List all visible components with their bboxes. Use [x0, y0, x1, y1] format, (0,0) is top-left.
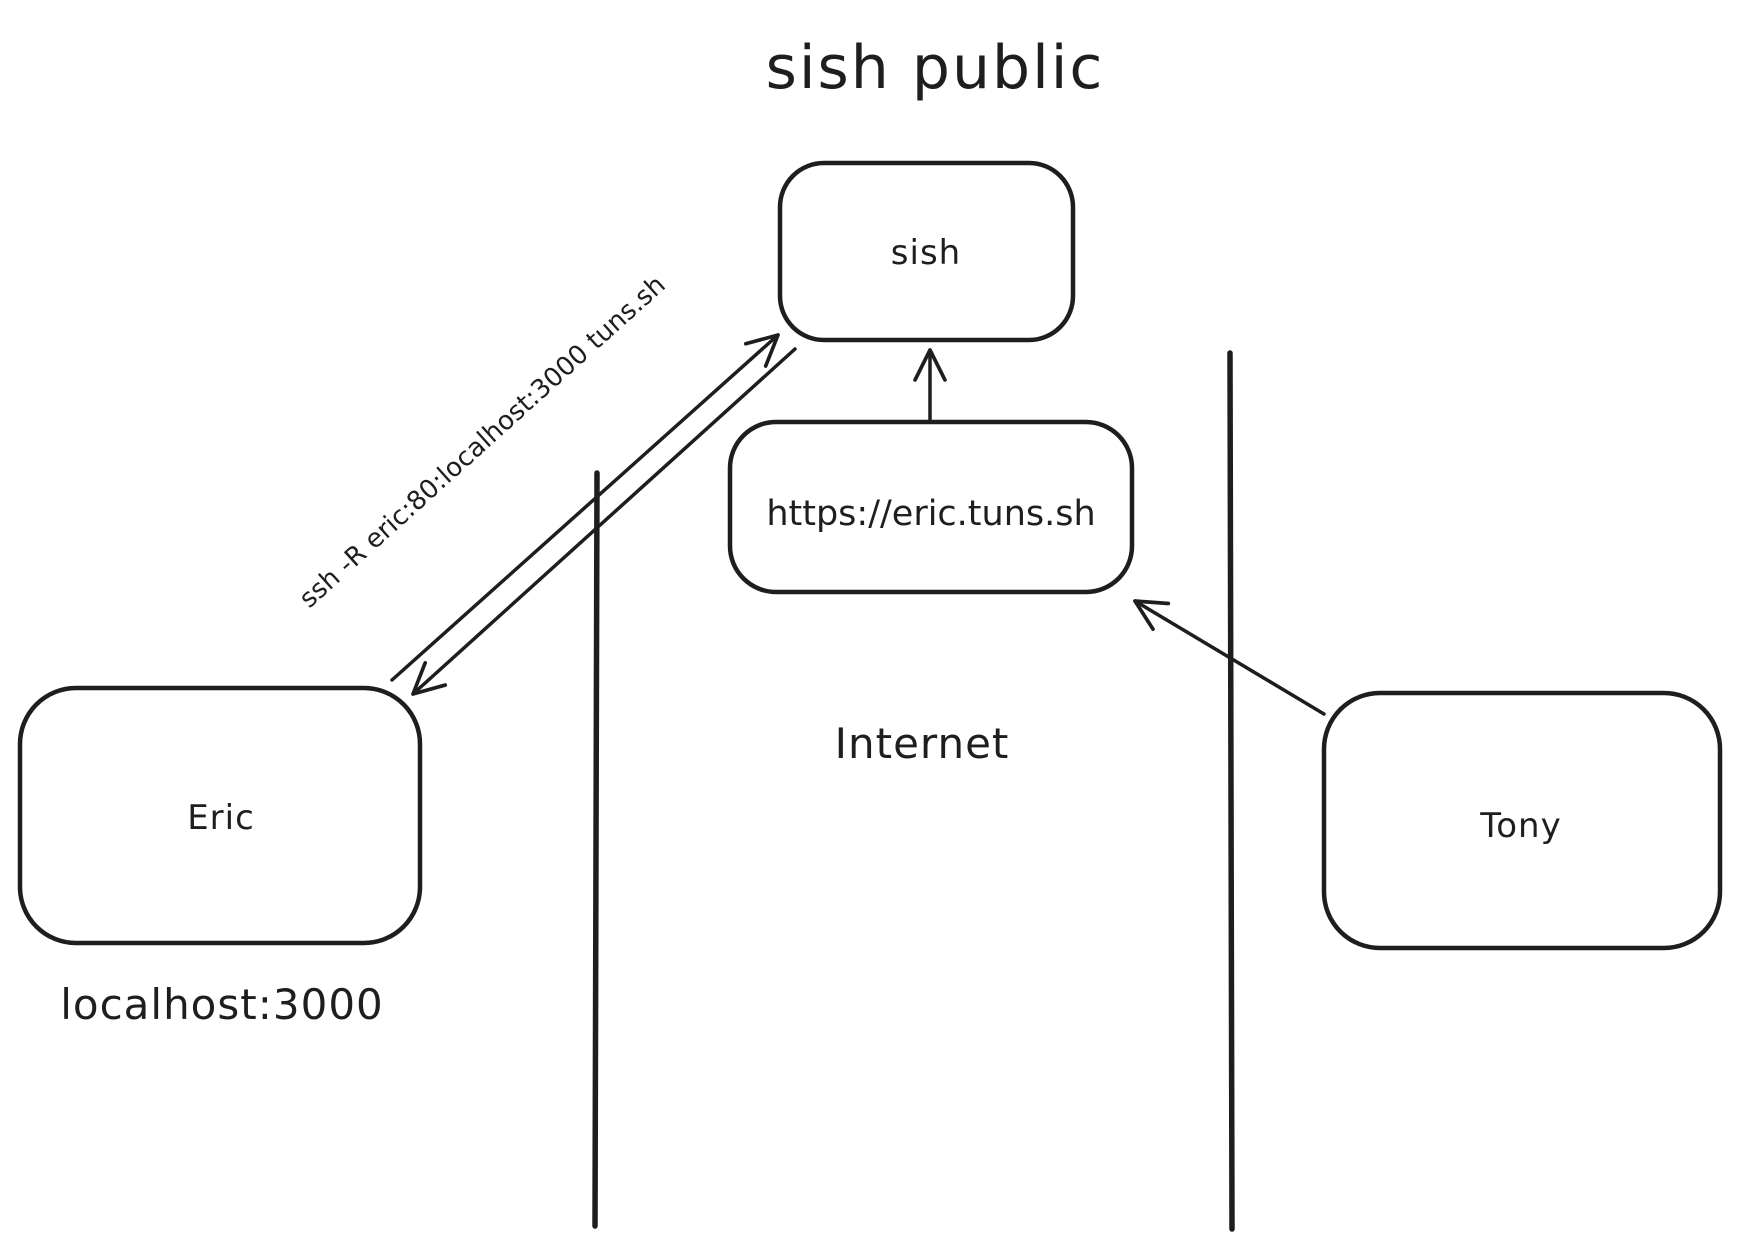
ssh-tunnel-arrow: ssh -R eric:80:localhost:3000 tuns.sh [294, 270, 797, 696]
internet-label: Internet [835, 719, 1010, 768]
eric-node-box [17, 685, 423, 946]
sish-node: sish [777, 160, 1076, 343]
ssh-tunnel-arrow-to-eric [411, 347, 797, 696]
tony-node-box [1321, 690, 1723, 951]
sish-node-box [777, 160, 1076, 343]
ssh-tunnel-arrow-to-sish [390, 333, 780, 682]
ssh-command-label: ssh -R eric:80:localhost:3000 tuns.sh [294, 270, 672, 614]
url-node-box [727, 419, 1135, 595]
tony-node: Tony [1321, 690, 1723, 951]
internet-boundary-line-right [1227, 350, 1235, 1232]
tony-node-label: Tony [1479, 806, 1561, 846]
eric-node: Eric localhost:3000 [17, 685, 423, 1029]
url-node: https://eric.tuns.sh [727, 419, 1135, 595]
url-node-label: https://eric.tuns.sh [766, 494, 1095, 534]
sish-node-label: sish [891, 233, 961, 273]
eric-localhost-label: localhost:3000 [60, 980, 384, 1029]
tony-to-url-arrow [1133, 599, 1326, 716]
eric-node-label: Eric [187, 798, 255, 838]
internet-boundary-line-left [592, 470, 600, 1229]
diagram-title: sish public [766, 33, 1105, 103]
